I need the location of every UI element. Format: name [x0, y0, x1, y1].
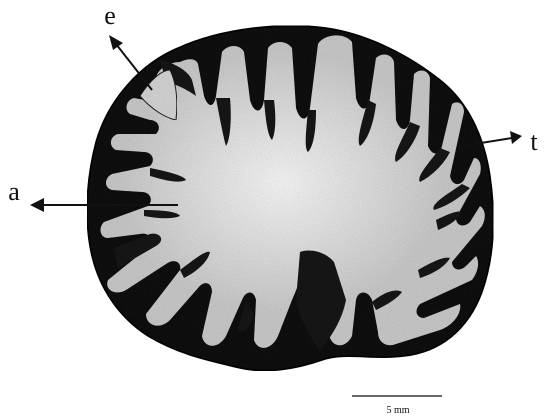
- label-e: e: [104, 1, 116, 30]
- label-a: a: [8, 177, 20, 206]
- scale-bar-label: 5 mm: [386, 405, 409, 416]
- label-t: t: [530, 127, 538, 156]
